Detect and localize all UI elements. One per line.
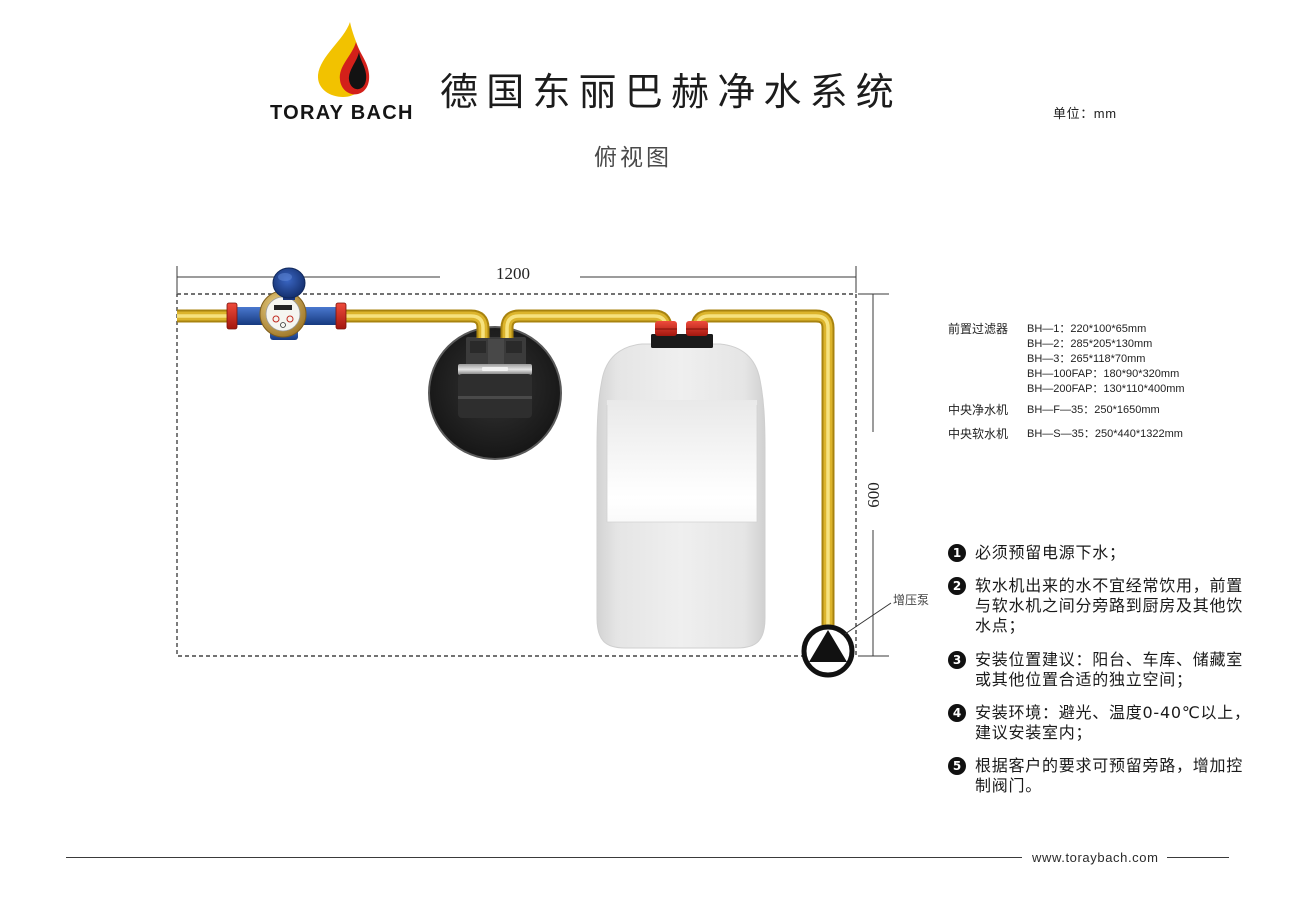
height-dimension-label: 600 <box>864 482 883 508</box>
pre-filter-valve <box>488 339 504 365</box>
pipe-segment-filter-to-softener <box>502 311 671 338</box>
pump-leader-line <box>844 602 892 635</box>
spec-model: BH—S—35：250*440*1322mm <box>1027 428 1183 440</box>
footer-rule-right <box>1167 857 1229 858</box>
water-meter-icon <box>226 267 347 340</box>
water-softener-tank-icon <box>596 343 766 649</box>
spec-model: BH—2：285*205*130mm <box>1027 338 1153 350</box>
spec-category: 中央净水机 <box>948 403 1009 417</box>
note-line: 根据客户的要求可预留旁路，增加控 <box>975 756 1244 775</box>
softener-valve-connectors <box>651 321 713 348</box>
spec-model-list: BH—S—35：250*440*1322mm <box>1027 427 1183 442</box>
pump-label: 增压泵 <box>893 593 929 607</box>
note-number-badge: 1 <box>948 544 966 562</box>
spec-model: BH—200FAP：130*110*400mm <box>1027 383 1185 395</box>
meter-body-left <box>236 307 266 325</box>
height-dimension <box>858 293 889 657</box>
unit-label: 单位：mm <box>1053 106 1117 121</box>
footer-website: www.toraybach.com <box>1032 850 1159 865</box>
spec-category: 前置过滤器 <box>948 322 1009 336</box>
footer-rule-left <box>66 857 1022 858</box>
width-dimension-label: 1200 <box>496 264 530 283</box>
spec-model-list: BH—F—35：250*1650mm <box>1027 403 1160 418</box>
note-number-badge: 5 <box>948 757 966 775</box>
pre-filter-port-right <box>506 341 522 353</box>
meter-subdial-bottom <box>280 322 286 328</box>
note-text: 根据客户的要求可预留旁路，增加控 制阀门。 <box>975 756 1243 796</box>
meter-flange-right <box>335 302 347 330</box>
spec-category: 中央软水机 <box>948 427 1009 441</box>
note-text: 安装位置建议：阳台、车库、储藏室 或其他位置合适的独立空间； <box>975 650 1243 690</box>
note-text: 必须预留电源下水； <box>975 543 1126 563</box>
width-dimension <box>176 266 857 293</box>
pipe-segment-inlet <box>177 314 485 338</box>
spec-model: BH—3：265*118*70mm <box>1027 353 1146 365</box>
view-label: 俯视图 <box>594 145 672 171</box>
logo-flame-black <box>348 52 367 90</box>
softener-tank-highlight <box>607 400 757 522</box>
spec-model: BH—F—35：250*1650mm <box>1027 404 1160 416</box>
booster-pump-icon <box>801 624 855 678</box>
pre-filter-reflection <box>482 367 508 371</box>
pre-filter-port-left <box>470 341 486 353</box>
spec-model: BH—100FAP：180*90*320mm <box>1027 368 1180 380</box>
pre-filter-unit <box>458 337 532 418</box>
note-line: 与软水机之间分旁路到厨房及其他饮 <box>975 596 1244 615</box>
installation-area-boundary <box>176 293 857 657</box>
flame-drop-icon <box>317 22 370 97</box>
meter-subdial-right <box>286 315 294 323</box>
note-text: 软水机出来的水不宜经常饮用，前置 与软水机之间分旁路到厨房及其他饮 水点； <box>975 576 1243 636</box>
brand-name: TORAY BACH <box>270 102 414 124</box>
page-title: 德国东丽巴赫净水系统 <box>440 70 903 114</box>
meter-flange-left <box>226 302 238 330</box>
note-number-badge: 3 <box>948 651 966 669</box>
pump-triangle <box>809 630 847 662</box>
spec-model-list: BH—1：220*100*65mm BH—2：285*205*130mm BH—… <box>1027 322 1185 397</box>
pre-filter-seam <box>458 396 532 399</box>
note-text: 安装环境：避光、温度0-40℃以上， 建议安装室内； <box>975 703 1251 743</box>
meter-subdial-left <box>272 315 280 323</box>
note-line: 或其他位置合适的独立空间； <box>975 670 1193 689</box>
meter-lid-shine <box>278 273 292 281</box>
meter-digit-window <box>274 305 292 310</box>
meter-lid <box>272 267 306 299</box>
meter-dial-face <box>265 296 301 332</box>
spec-model: BH—1：220*100*65mm <box>1027 323 1147 335</box>
softener-valve-base <box>651 334 713 348</box>
softener-tank-highlight-edge <box>606 405 758 523</box>
note-number-badge: 4 <box>948 704 966 722</box>
pre-filter-icon <box>428 326 562 460</box>
meter-body-right <box>300 307 337 325</box>
note-line: 必须预留电源下水； <box>975 543 1126 562</box>
note-line: 安装环境：避光、温度0-40℃以上， <box>975 703 1251 722</box>
note-line: 制阀门。 <box>975 776 1043 795</box>
note-number-badge: 2 <box>948 577 966 595</box>
note-line: 水点； <box>975 616 1026 635</box>
note-line: 安装位置建议：阳台、车库、储藏室 <box>975 650 1244 669</box>
note-line: 软水机出来的水不宜经常饮用，前置 <box>975 576 1244 595</box>
note-line: 建议安装室内； <box>975 723 1093 742</box>
